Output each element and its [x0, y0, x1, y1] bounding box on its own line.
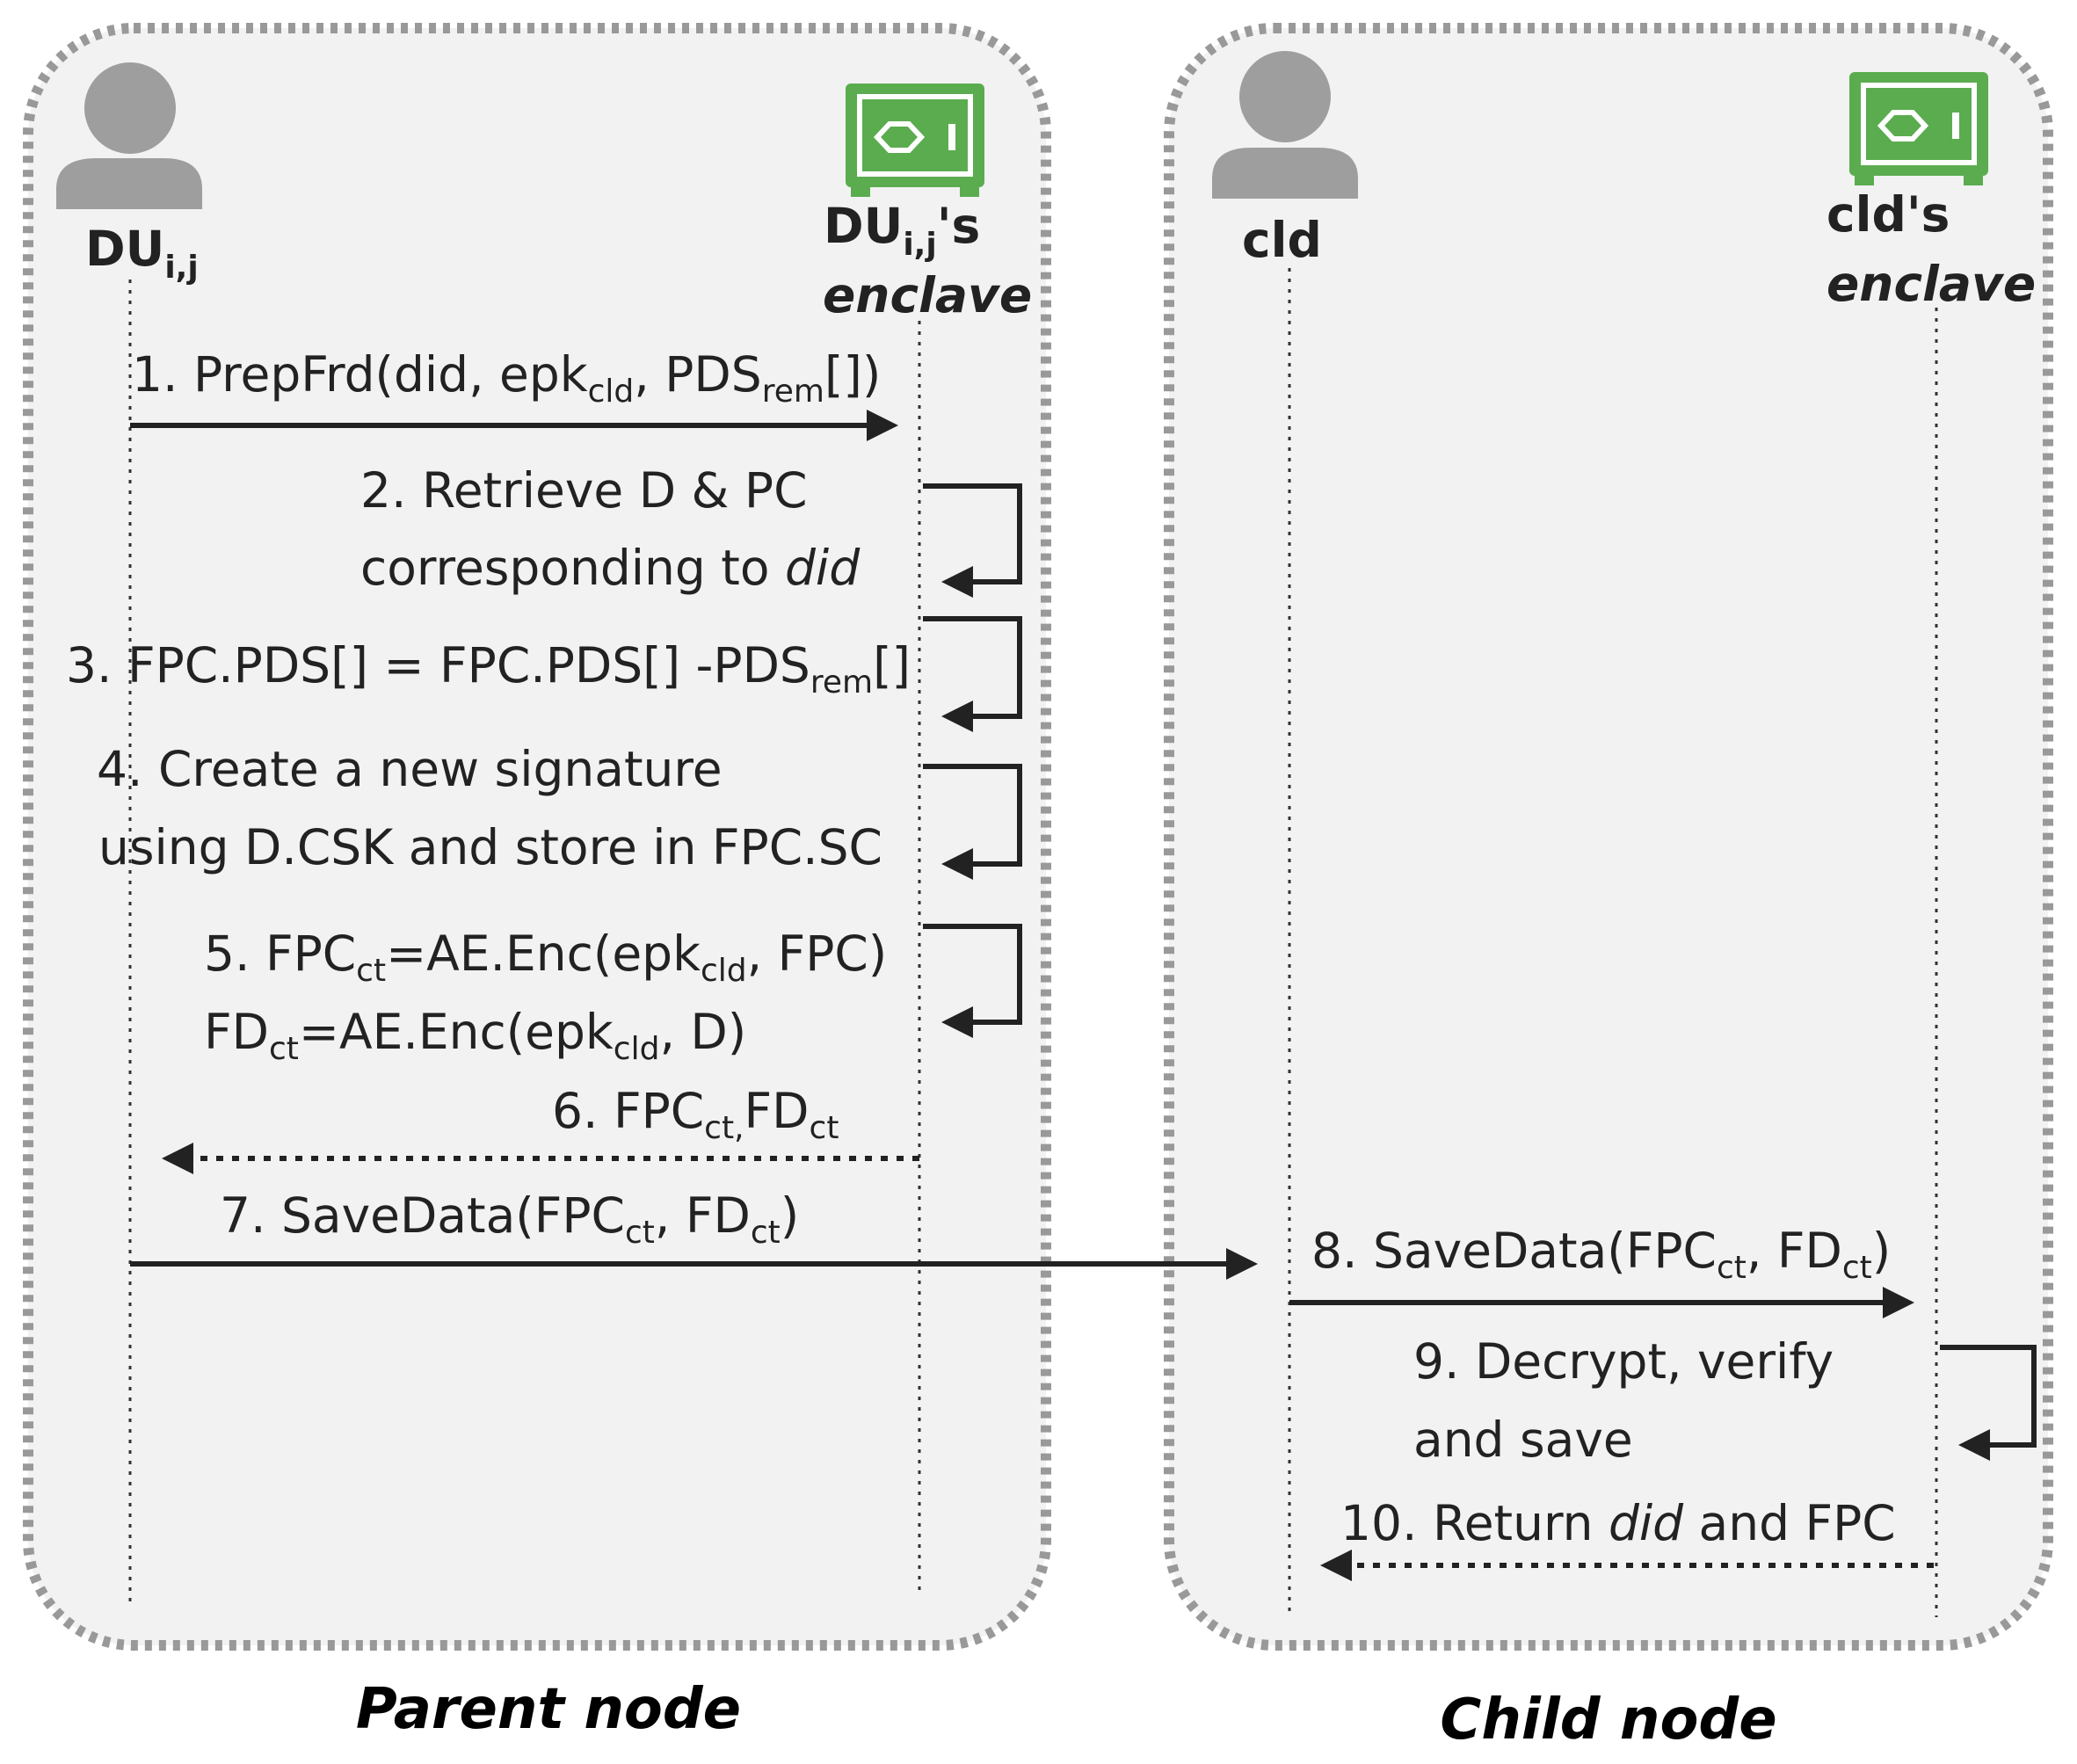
person-icon — [56, 62, 202, 209]
parent-actor-label: DUi,j — [85, 221, 199, 286]
parent-enclave-label: DUi,j's — [824, 198, 980, 263]
message-5-arrow — [923, 924, 1022, 1038]
child-enclave-label-line2: enclave — [1826, 256, 2036, 312]
message-5-label-line2: FDct=AE.Enc(epkcld, D) — [204, 1004, 746, 1067]
message-10-label: 10. Return did and FPC — [1340, 1495, 1896, 1551]
child-node-panel — [1164, 23, 2053, 1651]
parent-enclave-label-line2: enclave — [823, 267, 1032, 323]
message-4-label: 4. Create a new signature — [97, 741, 723, 797]
message-2-arrow — [923, 483, 1022, 598]
child-node-caption: Child node — [1440, 1688, 1776, 1753]
safe-icon — [1849, 72, 1988, 185]
message-9-label: 9. Decrypt, verify — [1413, 1333, 1834, 1390]
message-4-label-line2: using D.CSK and store in FPC.SC — [98, 819, 882, 875]
message-4-arrow — [923, 764, 1022, 880]
message-5-label: 5. FPCct=AE.Enc(epkcld, FPC) — [204, 926, 887, 989]
message-3-label: 3. FPC.PDS[] = FPC.PDS[] -PDSrem[] — [66, 637, 911, 701]
message-9-arrow — [1940, 1345, 2037, 1461]
message-7-label: 7. SaveData(FPCct, FDct) — [220, 1187, 799, 1251]
message-8-label: 8. SaveData(FPCct, FDct) — [1311, 1223, 1891, 1286]
parent-node-caption: Parent node — [356, 1677, 741, 1742]
message-2-label: 2. Retrieve D & PC — [360, 462, 807, 519]
message-6-label: 6. FPCct,FDct — [552, 1083, 839, 1146]
message-1-label: 1. PrepFrd(did, epkcld, PDSrem[]) — [132, 346, 881, 410]
parent-node-panel — [23, 23, 1051, 1651]
person-icon — [1212, 51, 1358, 199]
message-9-label-line2: and save — [1413, 1412, 1633, 1468]
safe-icon — [846, 83, 984, 197]
child-actor-label: cld — [1242, 212, 1322, 268]
message-2-label-line2: corresponding to did — [360, 540, 861, 596]
child-enclave-label: cld's — [1826, 186, 1950, 243]
message-3-arrow — [923, 616, 1022, 732]
